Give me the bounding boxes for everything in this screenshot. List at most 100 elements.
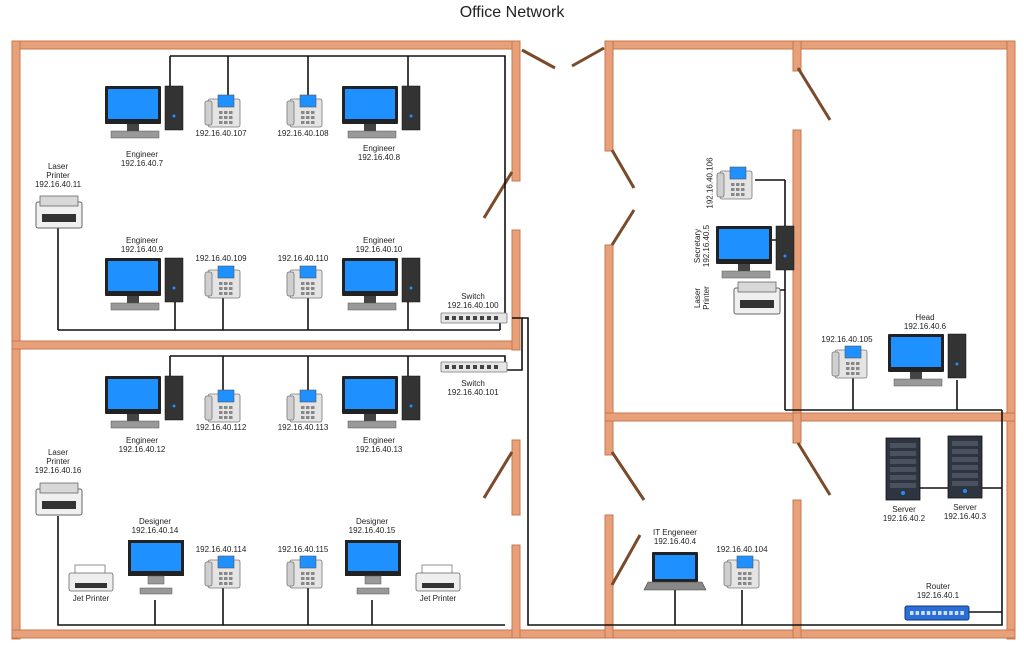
phone-key [301, 116, 305, 119]
phone-key [301, 572, 305, 575]
phone-key [311, 287, 315, 290]
wall-segment [1006, 40, 1016, 640]
head-computer [888, 333, 967, 387]
monitor-screen [345, 379, 395, 409]
printer-top [737, 281, 777, 293]
phone-key [229, 287, 233, 290]
phone-key [748, 572, 752, 575]
phone-handset [204, 395, 213, 421]
phone-key [856, 362, 860, 365]
monitor-stand [127, 414, 139, 421]
label-phone-112: 192.16.40.112 [195, 423, 247, 432]
monitor-screen [345, 89, 395, 119]
router [904, 605, 970, 621]
phone-key [224, 406, 228, 409]
phone-display [217, 555, 235, 569]
router-port [926, 611, 931, 615]
network-cable [170, 55, 506, 318]
server-2 [885, 437, 921, 501]
router-port [943, 611, 948, 615]
phone-key [311, 411, 315, 414]
phone-key [224, 111, 228, 114]
pc-tower [401, 85, 421, 131]
phone-key [224, 292, 228, 295]
phone-handset [723, 561, 732, 587]
phone-key [224, 282, 228, 285]
label-phone-110: 192.16.40.110 [277, 254, 329, 263]
phone-display [299, 265, 317, 279]
phone-key [731, 188, 735, 191]
wall-segment [511, 544, 521, 639]
phone-key [311, 116, 315, 119]
network-cable [505, 317, 523, 371]
phone-key [846, 362, 850, 365]
phone-key [229, 282, 233, 285]
switch-port [459, 365, 463, 369]
monitor-screen [108, 89, 158, 119]
keyboard [139, 587, 173, 595]
phone-114 [204, 555, 241, 589]
switch-port [494, 316, 498, 320]
engineer-9-computer [105, 257, 184, 311]
phone-key [229, 572, 233, 575]
phone-key [301, 416, 305, 419]
keyboard [893, 378, 943, 387]
phone-key [748, 582, 752, 585]
pc-tower [164, 85, 184, 131]
phone-key [846, 367, 850, 370]
phone-109 [204, 265, 241, 299]
phone-handset [286, 395, 295, 421]
printer-top [39, 195, 79, 207]
wall-segment [792, 40, 802, 72]
monitor-stand [127, 296, 139, 303]
phone-key [224, 411, 228, 414]
server-bay [952, 449, 978, 454]
diagram-title: Office Network [459, 4, 565, 21]
power-led [409, 286, 413, 290]
power-led [172, 114, 176, 118]
monitor-screen [719, 229, 769, 259]
label-phone-113: 192.16.40.113 [277, 423, 329, 432]
door-swing [521, 48, 556, 70]
phone-display [217, 265, 235, 279]
phone-key [219, 582, 223, 585]
phone-108 [286, 94, 323, 128]
label-phone-108: 192.16.40.108 [277, 129, 329, 138]
monitor-stand [364, 575, 382, 585]
jet-printer-1 [68, 564, 114, 592]
power-led [409, 114, 413, 118]
phone-key [851, 362, 855, 365]
server-bay [952, 457, 978, 462]
label-phone-106: 192.16.40.106 [705, 157, 715, 209]
phone-key [306, 572, 310, 575]
router-port [938, 611, 942, 615]
label-jet-printer-1: Jet Printer [72, 594, 110, 603]
phone-115 [286, 555, 323, 589]
door-swing [610, 534, 642, 586]
router-port [932, 611, 936, 615]
phone-key [736, 193, 740, 196]
wall-segment [511, 439, 521, 516]
phone-handset [286, 561, 295, 587]
phone-key [731, 193, 735, 196]
engineer-10-computer [342, 257, 421, 311]
label-jet-printer-2: Jet Printer [419, 594, 457, 603]
server-led [963, 489, 967, 493]
door-swing [796, 67, 832, 121]
phone-key [219, 282, 223, 285]
server-bay [952, 465, 978, 470]
phone-key [306, 116, 310, 119]
router-port [910, 611, 914, 615]
switch-port [473, 316, 477, 320]
phone-key [311, 416, 315, 419]
phone-key [311, 577, 315, 580]
power-led [172, 404, 176, 408]
wall-segment [604, 40, 614, 152]
phone-key [741, 188, 745, 191]
designer-14-computer [128, 540, 184, 595]
monitor-screen [891, 337, 941, 367]
